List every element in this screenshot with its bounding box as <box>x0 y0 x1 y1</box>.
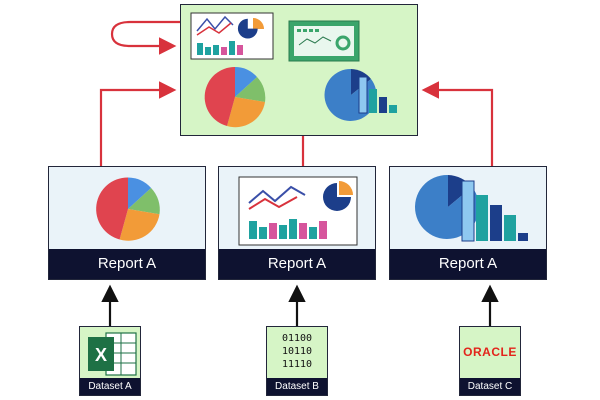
dataset-b: 01100 10110 11110 Dataset B <box>266 326 328 396</box>
binary-line: 11110 <box>281 359 313 370</box>
svg-text:X: X <box>95 345 107 365</box>
pie-bar-chart-icon <box>415 174 528 242</box>
dashboard-pie-chart-icon <box>204 66 266 128</box>
dataset-c: ORACLE Dataset C <box>459 326 521 396</box>
report-label: Report A <box>49 249 205 279</box>
mini-line-bar-chart-icon <box>190 12 274 60</box>
dashboard-pie-bar-chart-icon <box>324 68 397 121</box>
binary-data-icon: 01100 10110 11110 <box>267 332 327 371</box>
dataset-a: X Dataset A <box>79 326 141 396</box>
mini-dashboard-card-icon <box>288 20 360 62</box>
dashboard-icon <box>190 12 397 128</box>
line-bar-chart-icon <box>238 176 358 246</box>
report-card-3: Report A <box>389 166 547 280</box>
report-card-1: Report A <box>48 166 206 280</box>
report-label: Report A <box>219 249 375 279</box>
dataset-label: Dataset B <box>267 378 327 395</box>
dashboard-panel <box>180 4 418 136</box>
arrow-report3-to-dashboard <box>421 81 494 166</box>
dataset-label: Dataset C <box>460 378 520 395</box>
report-label: Report A <box>390 249 546 279</box>
oracle-logo: ORACLE <box>463 345 517 359</box>
binary-line: 10110 <box>281 346 313 357</box>
report-card-2: Report A <box>218 166 376 280</box>
excel-icon: X <box>88 332 137 376</box>
dashboard-self-loop-arrow <box>110 20 184 55</box>
binary-line: 01100 <box>281 333 313 344</box>
arrow-report1-to-dashboard <box>99 81 177 166</box>
pie-chart-icon <box>96 177 160 241</box>
dataset-label: Dataset A <box>80 378 140 395</box>
